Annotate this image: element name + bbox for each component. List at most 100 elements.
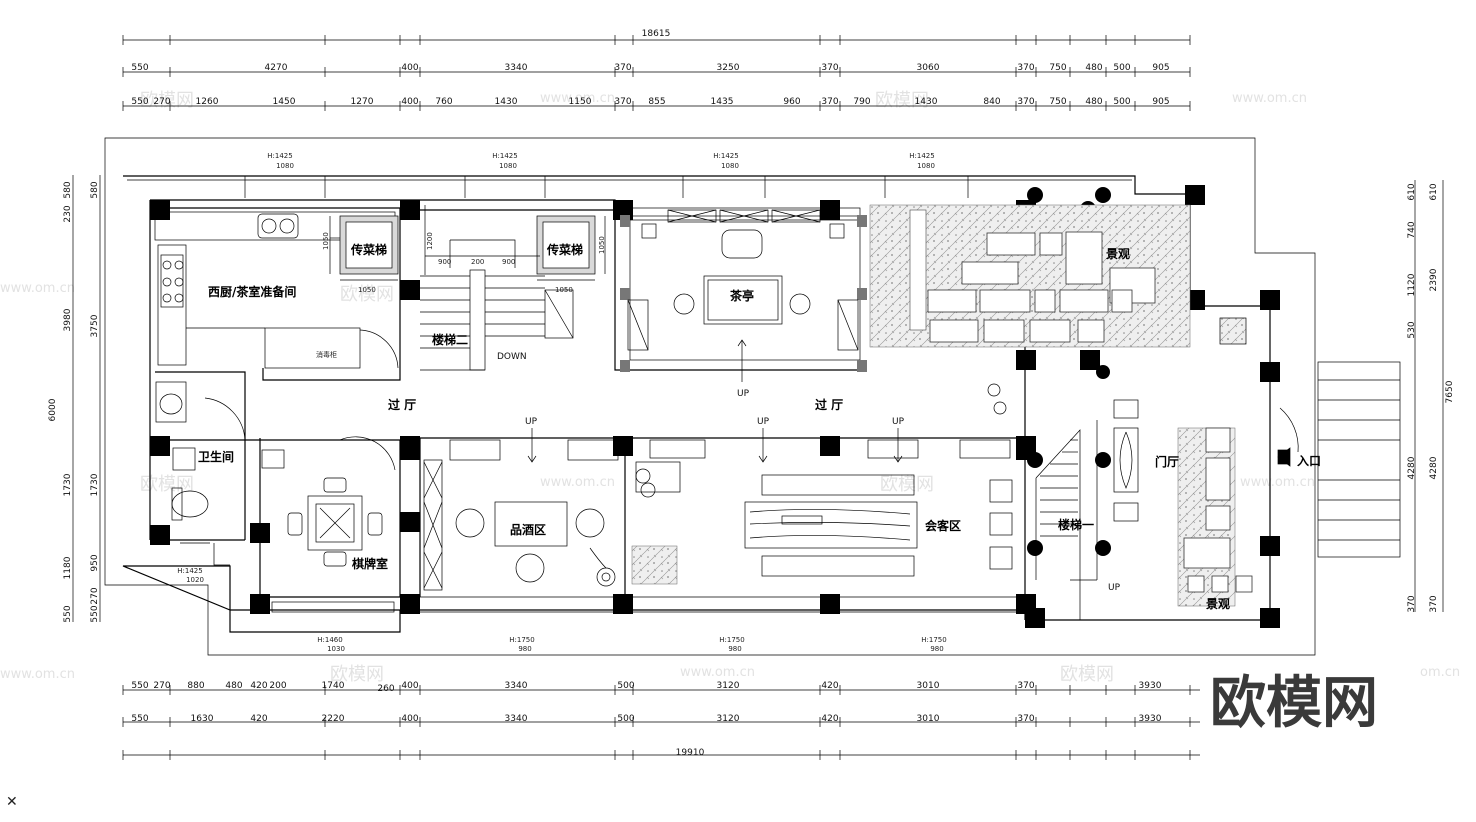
watermark-text: 欧模网 — [140, 474, 194, 495]
watermark-url: om.cn — [1420, 665, 1460, 680]
svg-text:420: 420 — [250, 681, 267, 691]
svg-text:1740: 1740 — [322, 681, 345, 691]
dim-right-outer: 610 2390 4280 370 7650 — [1429, 183, 1455, 612]
svg-text:230: 230 — [63, 205, 73, 222]
up-label: UP — [892, 417, 905, 427]
top-dimension-ticks — [122, 35, 1191, 760]
svg-text:740: 740 — [1407, 221, 1417, 238]
watermark-text: 欧模网 — [880, 474, 934, 495]
svg-text:1450: 1450 — [273, 97, 296, 107]
up-label: UP — [525, 417, 538, 427]
svg-text:420: 420 — [250, 714, 267, 724]
svg-text:550: 550 — [90, 605, 100, 622]
tea-pavilion-furniture — [627, 209, 859, 382]
svg-text:H:1425: H:1425 — [713, 152, 738, 160]
svg-text:370: 370 — [1017, 97, 1034, 107]
svg-text:400: 400 — [401, 97, 418, 107]
svg-text:1020: 1020 — [186, 576, 204, 584]
svg-text:900: 900 — [502, 258, 515, 266]
watermark-url: www.om.cn — [1232, 91, 1307, 106]
dim-right-inner: 610 740 1120 530 4280 370 — [1407, 183, 1417, 612]
label-tea-pavilion: 茶亭 — [729, 288, 754, 303]
svg-text:950: 950 — [90, 554, 100, 571]
svg-text:610: 610 — [1429, 183, 1439, 200]
svg-text:960: 960 — [783, 97, 800, 107]
label-restroom: 卫生间 — [198, 449, 234, 464]
svg-text:880: 880 — [187, 681, 204, 691]
svg-text:1260: 1260 — [196, 97, 219, 107]
svg-text:2220: 2220 — [322, 714, 345, 724]
label-reception: 会客区 — [925, 518, 961, 533]
svg-text:530: 530 — [1407, 321, 1417, 338]
svg-text:3340: 3340 — [505, 714, 528, 724]
dim-bottom-total: 19910 — [676, 748, 705, 758]
svg-text:1050: 1050 — [358, 286, 376, 294]
landscape-paving — [631, 204, 1253, 607]
svg-text:H:1750: H:1750 — [719, 636, 744, 644]
chess-table-set — [261, 436, 396, 613]
svg-text:1080: 1080 — [917, 162, 935, 170]
dim-top-total: 18615 — [642, 29, 671, 39]
room-labels: 西厨/茶室准备间 传菜梯 传菜梯 楼梯二 DOWN 茶亭 过 厅 过 厅 卫生间… — [198, 242, 1321, 611]
dim-bottom-row2: 550 1630 420 2220 400 3340 500 3120 420 … — [131, 714, 1161, 724]
svg-text:1180: 1180 — [63, 556, 73, 579]
svg-text:855: 855 — [648, 97, 665, 107]
watermark-url: www.om.cn — [540, 475, 615, 490]
svg-text:1270: 1270 — [351, 97, 374, 107]
svg-text:1080: 1080 — [721, 162, 739, 170]
svg-text:1050: 1050 — [322, 232, 330, 250]
svg-text:400: 400 — [401, 714, 418, 724]
svg-text:610: 610 — [1407, 183, 1417, 200]
svg-text:4280: 4280 — [1429, 456, 1439, 479]
svg-text:370: 370 — [1017, 714, 1034, 724]
label-kitchen: 西厨/茶室准备间 — [208, 284, 296, 299]
label-dumbwaiter-2: 传菜梯 — [546, 242, 583, 257]
svg-text:420: 420 — [821, 714, 838, 724]
svg-text:500: 500 — [617, 714, 634, 724]
svg-text:200: 200 — [269, 681, 286, 691]
svg-text:3120: 3120 — [717, 681, 740, 691]
stair-1-and-foyer — [1035, 317, 1401, 620]
watermark-text: 欧模网 — [340, 284, 394, 305]
watermark-url: www.om.cn — [0, 667, 75, 682]
svg-text:H:1425: H:1425 — [909, 152, 934, 160]
svg-text:4270: 4270 — [265, 63, 288, 73]
svg-text:370: 370 — [614, 63, 631, 73]
svg-text:3750: 3750 — [90, 314, 100, 337]
up-label: UP — [757, 417, 770, 427]
label-chess-room: 棋牌室 — [352, 556, 388, 571]
svg-text:400: 400 — [401, 63, 418, 73]
svg-text:3340: 3340 — [505, 63, 528, 73]
svg-text:400: 400 — [401, 681, 418, 691]
svg-text:760: 760 — [435, 97, 452, 107]
svg-text:550: 550 — [63, 605, 73, 622]
svg-text:1435: 1435 — [711, 97, 734, 107]
label-dumbwaiter-1: 传菜梯 — [350, 242, 387, 257]
watermark-layer: 欧模网 www.om.cn 欧模网 www.om.cn www.om.cn 欧模… — [0, 90, 1460, 685]
dim-bottom-row1: 550 270 880 480 420 200 1740 400 3340 50… — [131, 681, 1161, 694]
svg-text:3980: 3980 — [63, 308, 73, 331]
svg-text:270: 270 — [90, 587, 100, 604]
svg-text:H:1425: H:1425 — [492, 152, 517, 160]
label-hall-right: 过 厅 — [815, 397, 843, 412]
svg-text:480: 480 — [1085, 97, 1102, 107]
watermark-url: www.om.cn — [680, 665, 755, 680]
svg-text:3010: 3010 — [917, 714, 940, 724]
svg-text:580: 580 — [90, 181, 100, 198]
svg-text:900: 900 — [438, 258, 451, 266]
window-tags-bottom: H:1425 1020 H:1460 1030 H:1750 980 H:175… — [177, 567, 946, 653]
label-entrance: 入口 — [1297, 454, 1321, 468]
svg-text:980: 980 — [930, 645, 943, 653]
brand-logo: 欧模网 — [1210, 671, 1378, 736]
svg-text:370: 370 — [821, 97, 838, 107]
svg-text:1080: 1080 — [276, 162, 294, 170]
svg-text:3010: 3010 — [917, 681, 940, 691]
label-hall-left: 过 厅 — [388, 397, 416, 412]
watermark-text: 欧模网 — [1060, 664, 1114, 685]
svg-text:1200: 1200 — [426, 232, 434, 250]
label-disinfection-cabinet: 消毒柜 — [316, 350, 337, 359]
label-landscape-top: 景观 — [1106, 247, 1130, 261]
svg-text:905: 905 — [1152, 97, 1169, 107]
svg-text:550: 550 — [131, 63, 148, 73]
